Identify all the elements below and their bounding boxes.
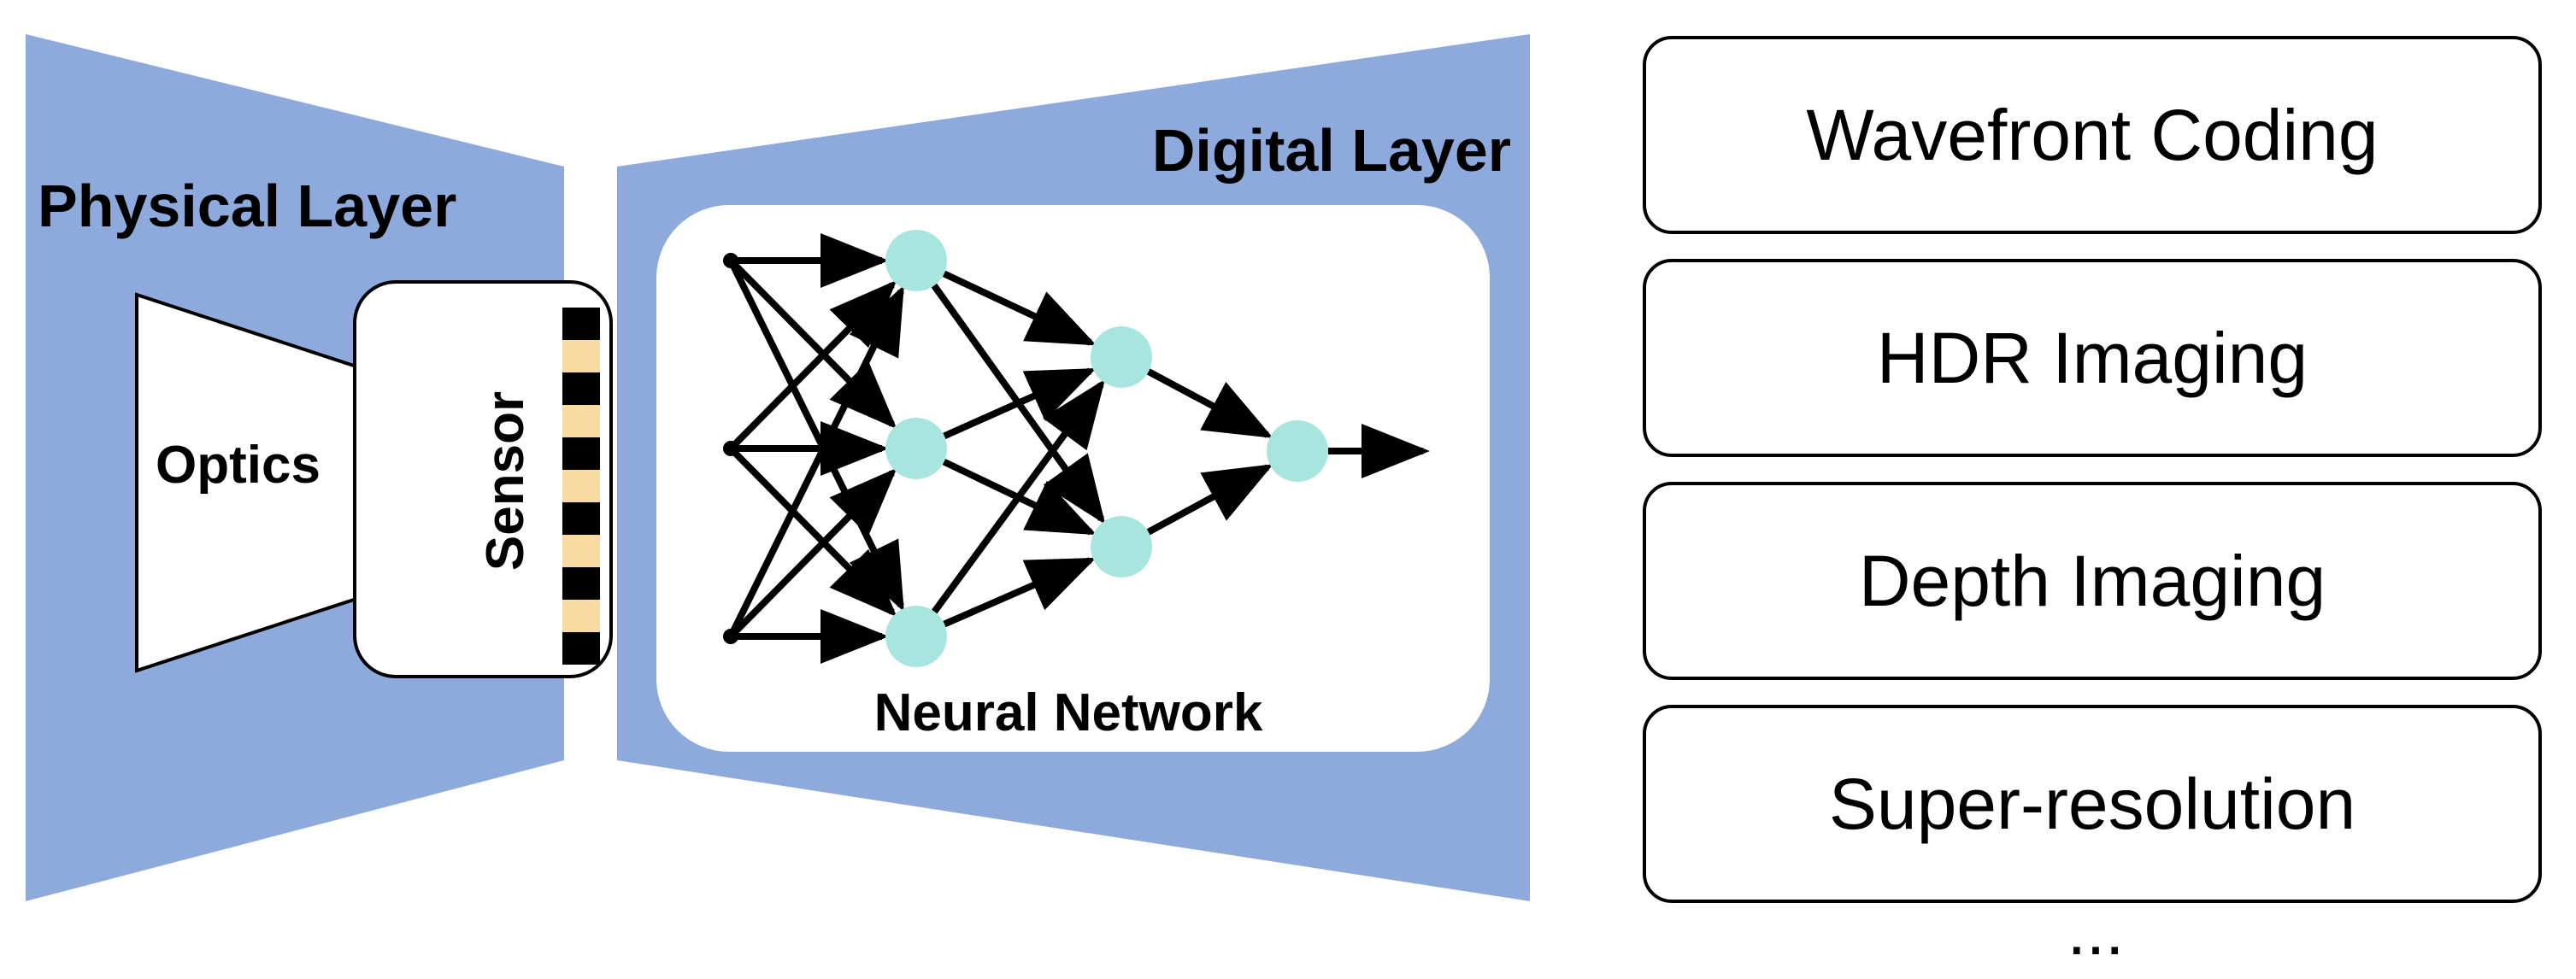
network-edge	[732, 262, 897, 430]
sensor-pixel	[562, 470, 600, 502]
physical-layer-title: Physical Layer	[38, 173, 456, 239]
network-edge	[1146, 368, 1273, 438]
application-box: HDR Imaging	[1643, 259, 2542, 457]
optics-label: Optics	[156, 436, 321, 495]
sensor-pixel	[562, 600, 600, 632]
input-node	[723, 629, 738, 644]
network-node	[885, 230, 947, 291]
input-node	[723, 441, 738, 456]
network-edge	[932, 378, 1106, 614]
sensor-pixel	[562, 567, 600, 600]
input-node	[723, 253, 738, 268]
sensor-pixel	[562, 340, 600, 372]
digital-layer-title: Digital Layer	[1152, 117, 1511, 184]
application-box: Wavefront Coding	[1643, 36, 2542, 234]
network-node	[885, 606, 947, 667]
network-node	[1091, 326, 1152, 388]
network-edge	[732, 467, 897, 635]
application-box: Super-resolution	[1643, 705, 2542, 903]
sensor-pixel	[562, 632, 600, 665]
network-edge	[1146, 464, 1273, 536]
sensor-pixel-strip	[562, 308, 600, 665]
sensor-pixel	[562, 502, 600, 535]
sensor-pixel	[562, 437, 600, 470]
more-applications-ellipsis: ...	[2067, 893, 2125, 969]
application-box: Depth Imaging	[1643, 482, 2542, 680]
network-edge	[732, 450, 897, 618]
neural-network-label: Neural Network	[874, 683, 1263, 742]
sensor-pixel	[562, 372, 600, 405]
neural-network-nodes	[723, 230, 1328, 667]
neural-network-edges	[730, 233, 1430, 664]
sensor-pixel	[562, 405, 600, 437]
network-edge	[942, 270, 1097, 346]
network-node	[885, 418, 947, 479]
network-edge	[730, 284, 904, 632]
sensor-label: Sensor	[476, 391, 535, 571]
sensor-box	[353, 280, 613, 678]
sensor-pixel	[562, 535, 600, 567]
network-node	[1267, 420, 1328, 482]
network-edge	[943, 557, 1097, 628]
network-node	[1091, 516, 1152, 577]
sensor-pixel	[562, 308, 600, 340]
